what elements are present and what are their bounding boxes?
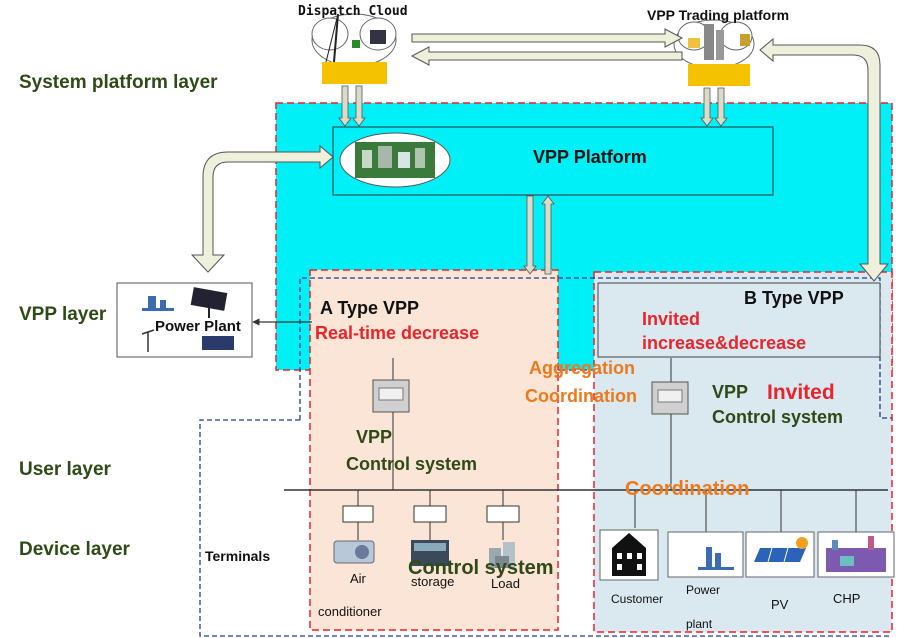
trading-to-b-arrow (759, 37, 890, 282)
trading-platform-label: VPP Trading platform (647, 7, 790, 23)
platform-layer-border (275, 102, 893, 371)
a-control-label-1: VPP (356, 427, 393, 447)
b-device-drops (634, 490, 857, 532)
system-platform-layer-label: System platform layer (19, 72, 218, 93)
air-label-1: Air (350, 571, 366, 586)
a-control-label-2: Control system (346, 454, 478, 474)
power-plant-small-icon (667, 531, 744, 578)
power-label-2: plant (686, 617, 713, 631)
a-mode-label: Real-time decrease (315, 323, 480, 343)
chp-label: CHP (833, 591, 861, 606)
chp-plant-icon (817, 531, 895, 578)
platform-to-plant-arrow (190, 144, 334, 273)
terminals-outline (199, 419, 892, 637)
b-mode-label-2: increase&decrease (642, 333, 807, 353)
aggregation-outline (299, 277, 892, 420)
controller-icon (372, 358, 410, 490)
trading-platform-icon (673, 19, 755, 86)
load-icon (489, 542, 515, 568)
a-type-region (309, 269, 559, 631)
power-plant-icon (141, 287, 234, 352)
b-mode-label-1: Invited (642, 309, 701, 329)
cloud-icon (339, 132, 451, 188)
b-control-label-1: VPP (712, 382, 749, 402)
b-coordination-label: Coordination (625, 478, 750, 500)
a-type-vpp-label: A Type VPP (320, 298, 420, 318)
b-invited-label: Invited (767, 381, 835, 404)
air-conditioner-icon (333, 540, 375, 564)
storage-icon (411, 540, 449, 566)
controller-icon (651, 358, 689, 490)
air-label-2: conditioner (318, 604, 382, 619)
solar-panel-icon (745, 531, 815, 578)
b-type-vpp-label: B Type VPP (744, 288, 844, 308)
cloud-link-arrows (410, 28, 684, 66)
power-label-1: Power (686, 583, 721, 597)
user-layer-label: User layer (19, 459, 111, 480)
b-type-vpp-box (597, 282, 881, 358)
building-icon (599, 529, 659, 581)
pv-label: PV (771, 597, 789, 612)
dispatch-cloud-icon (311, 13, 397, 84)
vpp-layer-label: VPP layer (19, 304, 107, 325)
a-device-drops (342, 490, 520, 540)
control-system-overlay-label: Control system (408, 557, 554, 579)
aggregation-label: Aggregation (529, 358, 635, 378)
vpp-platform-title: VPP Platform (533, 147, 647, 167)
terminals-label: Terminals (205, 548, 271, 564)
dispatch-cloud-label: Dispatch Cloud (298, 4, 408, 19)
power-plant-label: Power Plant (155, 318, 241, 335)
device-layer-label: Device layer (19, 539, 130, 560)
coordination-label: Coordination (525, 386, 637, 406)
vertical-arrows-top (338, 85, 728, 275)
customer-label: Customer (611, 592, 664, 606)
storage-label: storage (411, 574, 455, 589)
b-control-label-2: Control system (712, 407, 844, 427)
load-label: Load (491, 576, 520, 591)
